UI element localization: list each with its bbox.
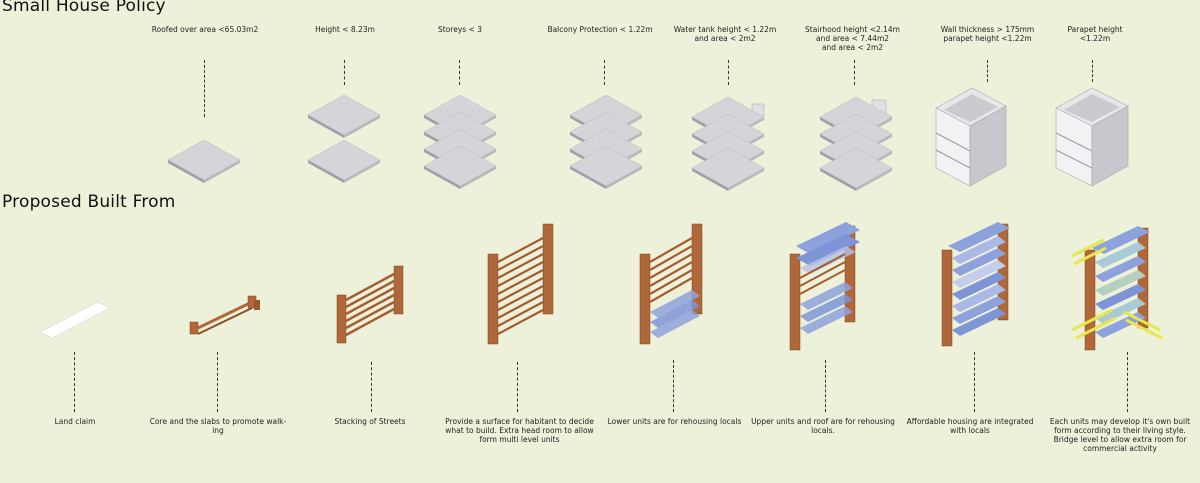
policy-massing-3	[423, 94, 497, 190]
proposed-leader-6	[825, 360, 826, 412]
proposed-model-6	[789, 222, 860, 351]
proposed-model-3	[336, 265, 404, 344]
policy-leader-1	[204, 60, 205, 117]
policy-leader-6	[854, 60, 855, 85]
proposed-model-5	[639, 223, 703, 345]
policy-leader-8	[1092, 60, 1093, 82]
policy-leader-2	[344, 60, 345, 85]
proposed-caption-7: Affordable housing are integrated with l…	[906, 417, 1034, 435]
proposed-model-7	[941, 222, 1010, 347]
policy-massing-7	[935, 87, 1007, 187]
proposed-leader-1	[74, 352, 75, 412]
proposed-title: Proposed Built From	[2, 192, 176, 212]
policy-caption-4: Balcony Protection < 1.22m	[547, 25, 653, 34]
policy-caption-6: Stairhood height <2.14m and area < 7.44m…	[805, 25, 900, 52]
proposed-caption-1: Land claim	[54, 417, 96, 426]
policy-massing-6	[819, 96, 893, 192]
policy-massing-1	[167, 139, 241, 184]
policy-title: Small House Policy	[2, 0, 166, 16]
proposed-caption-5: Lower units are for rehousing locals	[607, 417, 742, 426]
proposed-model-1	[39, 301, 111, 339]
policy-massing-4	[569, 94, 643, 190]
proposed-leader-3	[371, 362, 372, 412]
proposed-caption-6: Upper units and roof are for rehousing l…	[751, 417, 895, 435]
proposed-leader-2	[217, 352, 218, 412]
proposed-model-2	[189, 295, 260, 335]
policy-leader-5	[728, 60, 729, 85]
policy-caption-3: Storeys < 3	[438, 25, 482, 34]
proposed-leader-8	[1127, 352, 1128, 412]
proposed-leader-5	[673, 360, 674, 412]
policy-caption-7: Wall thickness > 175mm parapet height <1…	[940, 25, 1035, 43]
policy-massing-2	[307, 94, 381, 184]
proposed-leader-4	[517, 362, 518, 412]
proposed-caption-2: Core and the slabs to promote walk- ing	[149, 417, 287, 435]
proposed-leader-7	[974, 352, 975, 412]
proposed-caption-3: Stacking of Streets	[334, 417, 406, 426]
proposed-caption-8: Each units may develop it's own built fo…	[1049, 417, 1191, 453]
policy-leader-7	[987, 60, 988, 82]
policy-leader-3	[459, 60, 460, 85]
proposed-model-4	[487, 223, 554, 345]
policy-caption-8: Parapet height <1.22m	[1067, 25, 1123, 43]
policy-massing-8	[1055, 87, 1129, 187]
policy-massing-5	[691, 96, 765, 192]
proposed-caption-4: Provide a surface for habitant to decide…	[445, 417, 594, 444]
proposed-model-8	[1071, 226, 1163, 351]
policy-caption-5: Water tank height < 1.22m and area < 2m2	[673, 25, 777, 43]
policy-caption-2: Height < 8.23m	[315, 25, 375, 34]
policy-leader-4	[604, 60, 605, 85]
policy-caption-1: Roofed over area <65.03m2	[151, 25, 259, 34]
